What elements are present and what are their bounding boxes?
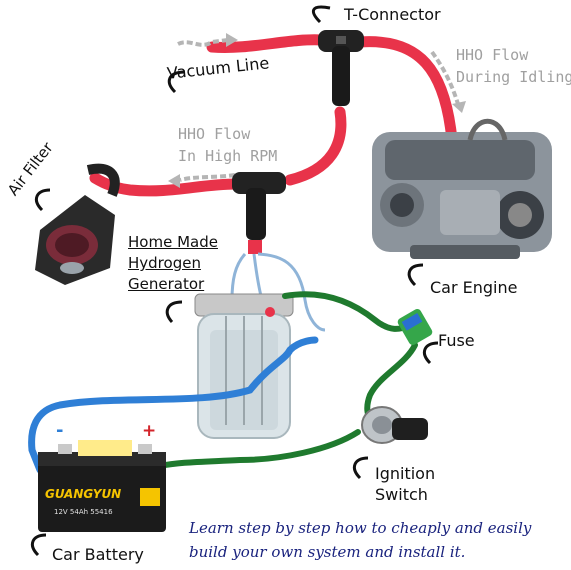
vacuum-flow-arrow xyxy=(177,38,229,47)
pointer-generator-icon xyxy=(165,300,183,324)
caption-line-2: build your own system and install it. xyxy=(189,543,466,561)
battery-minus-label: - xyxy=(56,420,64,441)
rpm-flow-arrow xyxy=(179,173,236,182)
air-filter-image xyxy=(35,163,120,285)
pointer-fuse-icon xyxy=(422,341,439,365)
tube-blue-mid xyxy=(252,253,264,301)
fuse-image xyxy=(397,308,433,346)
positive-wire-switch-battery xyxy=(157,429,361,469)
car-engine-label: Car Engine xyxy=(430,278,518,297)
vacuum-hose-down xyxy=(284,106,347,186)
vacuum-hose-right xyxy=(354,36,458,146)
hho-idle-label-2: During Idling xyxy=(456,68,571,86)
negative-wire xyxy=(28,336,319,474)
battery-spec-label: 12V 54Ah 55416 xyxy=(54,508,113,516)
fuse-label: Fuse xyxy=(438,331,475,350)
pointer-battery-icon xyxy=(30,533,47,557)
t-connector-lower xyxy=(232,172,286,240)
pointer-airfilter-icon xyxy=(34,188,51,212)
idle-flow-arrowhead xyxy=(452,101,466,113)
car-engine-image xyxy=(372,118,552,259)
vacuum-hose-left xyxy=(206,34,328,53)
pointer-engine-icon xyxy=(407,263,424,287)
pointer-tconnector-icon xyxy=(312,5,331,24)
ignition-switch-image xyxy=(361,406,428,444)
generator-label-2: Hydrogen xyxy=(128,254,201,272)
battery-plus-label: + xyxy=(142,421,157,441)
car-battery-image xyxy=(38,440,166,532)
vacuum-flow-arrowhead xyxy=(226,33,238,47)
tube-blue-left xyxy=(230,252,247,301)
pointer-vacuum-icon xyxy=(167,70,186,94)
generator-label-1: Home Made xyxy=(128,233,218,251)
hose-joint-red xyxy=(248,240,262,254)
rpm-flow-arrowhead xyxy=(168,174,180,188)
hho-rpm-label-1: HHO Flow xyxy=(178,125,251,143)
tube-blue-right xyxy=(257,252,326,332)
hho-rpm-label-2: In High RPM xyxy=(178,147,278,165)
pointer-ignition-icon xyxy=(352,456,369,480)
ignition-label-2: Switch xyxy=(375,485,428,504)
car-battery-label: Car Battery xyxy=(52,545,144,564)
caption: Learn step by step how to cheaply and ea… xyxy=(189,516,531,564)
hydrogen-generator-jar xyxy=(194,293,294,439)
caption-line-1: Learn step by step how to cheaply and ea… xyxy=(189,519,532,537)
t-connector-label: T-Connector xyxy=(344,5,441,24)
vacuum-hose-airfilter xyxy=(89,172,242,197)
t-connector-top xyxy=(318,30,364,106)
generator-label-3: Generator xyxy=(128,275,205,293)
pointer-arrows xyxy=(30,5,439,557)
battery-brand-label: GUANGYUN xyxy=(45,487,122,501)
hho-idle-label-1: HHO Flow xyxy=(456,46,529,64)
positive-wire-jar-fuse xyxy=(282,291,413,332)
ignition-label-1: Ignition xyxy=(375,464,436,483)
idle-flow-arrow xyxy=(430,50,460,105)
